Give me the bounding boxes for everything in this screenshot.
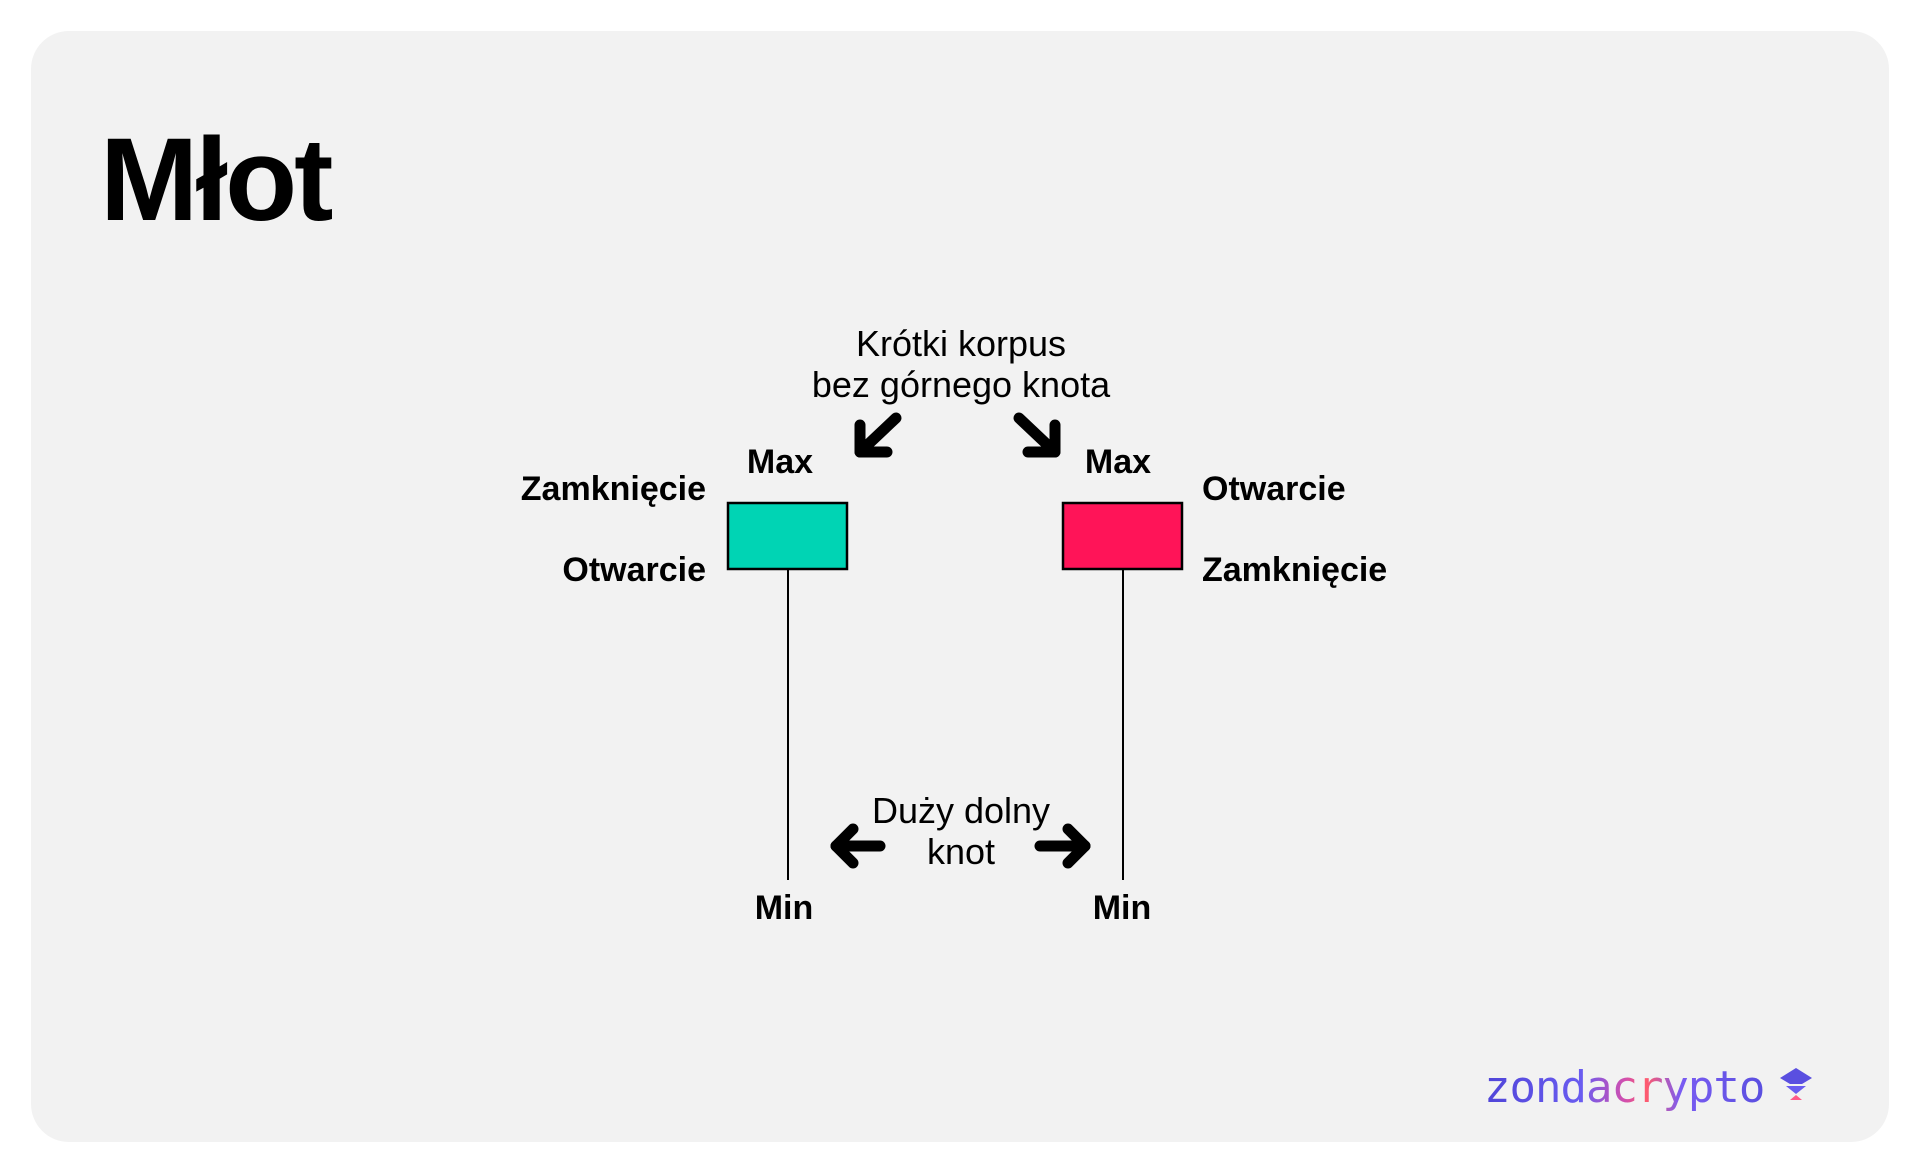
bearish-min-label: Min (1092, 889, 1152, 927)
annotation-line: bez górnego knota (811, 364, 1111, 405)
page-title: Młot (100, 114, 333, 246)
bullish-candle-body (726, 501, 849, 571)
annotation-line: Duży dolny (871, 790, 1051, 831)
bearish-close-label: Zamknięcie (1202, 551, 1388, 589)
short-body-annotation: Krótki korpus bez górnego knota (812, 323, 1110, 405)
bearish-candle-body (1061, 501, 1184, 571)
bullish-min-label: Min (754, 889, 814, 927)
annotation-line: knot (926, 831, 996, 872)
annotation-line: Krótki korpus (855, 323, 1067, 364)
arrow-down-left-icon (854, 412, 902, 458)
bearish-open-label: Otwarcie (1202, 470, 1346, 508)
diagram-card (31, 31, 1889, 1142)
zondacrypto-logo: zondacrypto (1484, 1062, 1765, 1113)
arrow-left-icon (830, 823, 886, 869)
bullish-close-label: Zamknięcie (520, 470, 706, 508)
arrow-down-right-icon (1013, 412, 1061, 458)
long-lower-wick-annotation: Duży dolny knot (872, 790, 1050, 872)
arrow-right-icon (1034, 823, 1091, 869)
bearish-max-label: Max (1084, 443, 1152, 481)
bullish-open-label: Otwarcie (562, 551, 706, 589)
bullish-max-label: Max (746, 443, 814, 481)
logo-icon (1780, 1068, 1812, 1100)
